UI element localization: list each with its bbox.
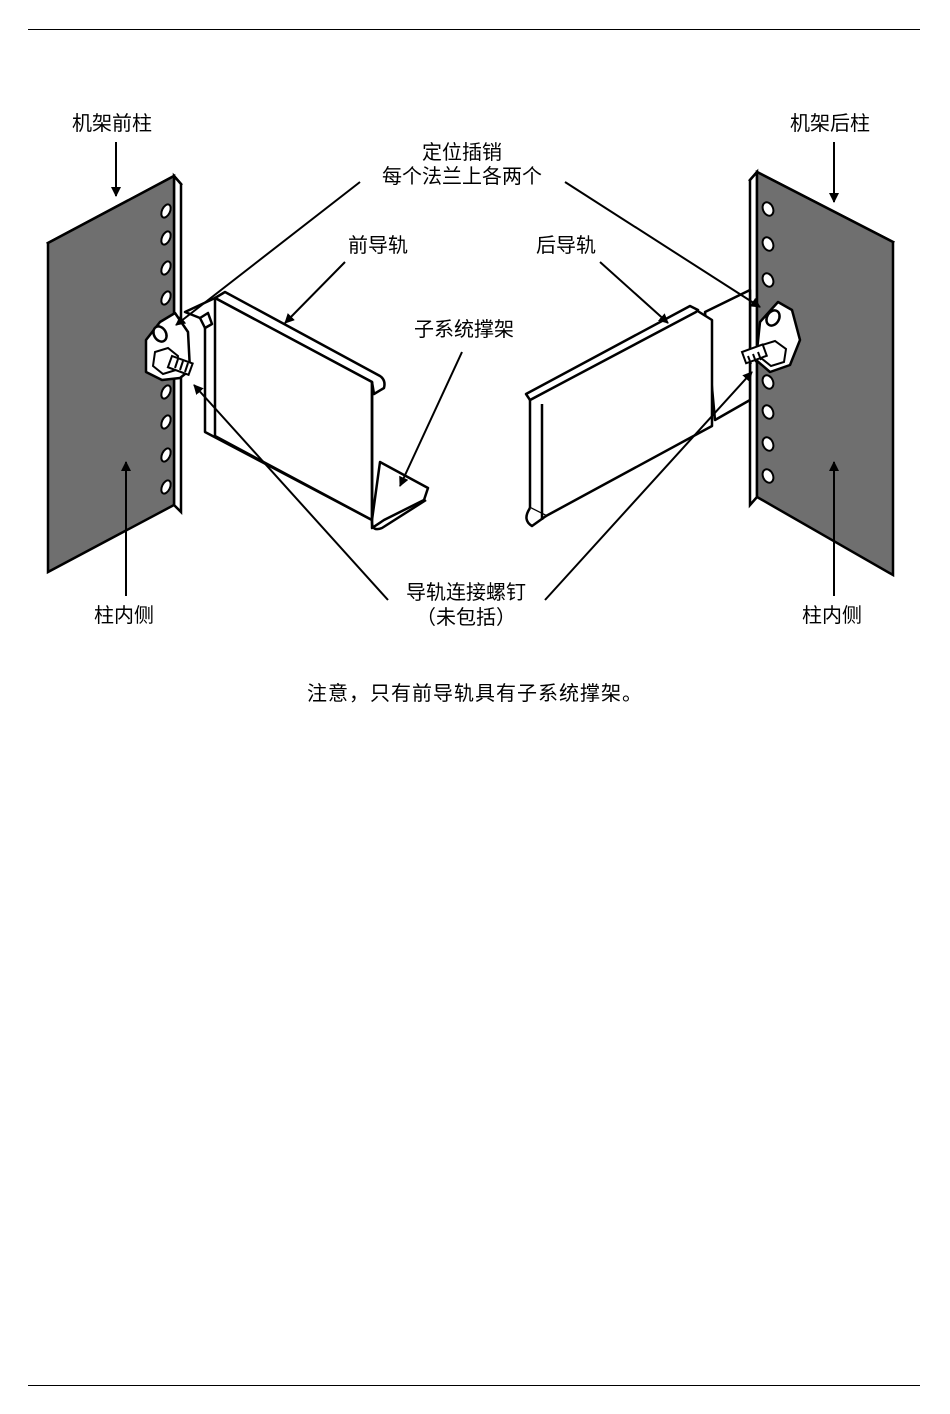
label-front-post: 机架前柱: [72, 111, 152, 135]
front-rail: [146, 292, 428, 529]
rail-mounting-diagram: 机架前柱 机架后柱 定位插销 每个法兰上各两个 前导轨 后导轨 子系统撑架 柱内…: [0, 0, 950, 670]
label-rear-rail: 后导轨: [536, 233, 596, 257]
label-inner-side-left: 柱内侧: [94, 603, 154, 627]
label-locating-pins-2: 每个法兰上各两个: [382, 164, 542, 188]
rear-post-face: [757, 172, 893, 575]
figure-caption: 注意，只有前导轨具有子系统撑架。: [0, 677, 950, 706]
label-subsystem-bracket: 子系统撑架: [414, 317, 514, 341]
label-front-rail: 前导轨: [348, 233, 408, 257]
label-rail-screws-2: （未包括）: [416, 605, 516, 629]
label-rear-post: 机架后柱: [790, 111, 870, 135]
rear-rack-post: [750, 172, 893, 575]
arrow-pins-left: [176, 182, 360, 325]
subsystem-bracket: [372, 462, 428, 528]
arrow-bracket: [400, 352, 462, 486]
arrow-front-rail: [285, 262, 345, 323]
label-inner-side-right: 柱内侧: [802, 603, 862, 627]
label-locating-pins-1: 定位插销: [422, 140, 502, 164]
bottom-rule: [28, 1385, 920, 1386]
arrow-rear-rail: [600, 262, 668, 323]
label-rail-screws-1: 导轨连接螺钉: [406, 580, 526, 604]
